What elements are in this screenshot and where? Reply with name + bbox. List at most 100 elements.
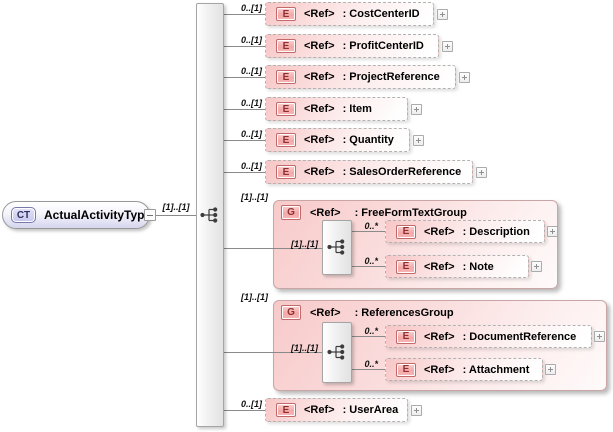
sequence-icon (327, 344, 345, 360)
cardinality-label: [1]..[1] (241, 292, 268, 302)
element-badge: E (276, 7, 296, 21)
connector-line (352, 369, 385, 370)
expand-icon[interactable] (437, 9, 448, 20)
group-name-label: : FreeFormTextGroup (354, 206, 467, 219)
group-badge: G (281, 205, 301, 220)
expand-icon[interactable] (442, 41, 453, 52)
cardinality-label: 0..[1] (240, 129, 262, 139)
element-name-label: : Attachment (462, 363, 530, 376)
group-ref-label: <Ref> (310, 206, 341, 219)
expand-icon[interactable] (476, 167, 487, 178)
element-node-profitcenterid[interactable]: E <Ref> : ProfitCenterID (265, 34, 439, 58)
element-badge: E (396, 224, 416, 239)
element-badge: E (276, 403, 296, 417)
element-ref-label: <Ref> (304, 71, 335, 83)
expand-icon[interactable] (531, 261, 542, 272)
expand-icon[interactable] (411, 405, 422, 416)
sequence-icon (327, 239, 345, 255)
element-ref-label: <Ref> (304, 166, 335, 178)
element-node-item[interactable]: E <Ref> : Item (265, 97, 408, 121)
cardinality-label: 0..[1] (240, 161, 262, 171)
element-badge: E (276, 70, 296, 84)
group-ref-label: <Ref> (310, 306, 341, 319)
element-node-quantity[interactable]: E <Ref> : Quantity (265, 128, 410, 152)
element-badge: E (276, 165, 296, 179)
collapse-icon[interactable] (144, 209, 156, 221)
element-node-documentreference[interactable]: E <Ref> : DocumentReference (385, 325, 592, 348)
element-name-label: : Note (462, 260, 494, 273)
connector-line (352, 266, 385, 267)
cardinality-label: 0..[1] (240, 66, 262, 76)
cardinality-label: 0..* (364, 326, 378, 336)
element-node-description[interactable]: E <Ref> : Description (385, 220, 545, 243)
connector-line (224, 172, 265, 173)
expand-icon[interactable] (459, 72, 470, 83)
element-node-attachment[interactable]: E <Ref> : Attachment (385, 358, 543, 381)
connector-line (224, 248, 322, 249)
connector-line (156, 215, 196, 216)
cardinality-label: 0..[1] (240, 3, 262, 13)
connector-line (224, 14, 265, 15)
element-node-projectreference[interactable]: E <Ref> : ProjectReference (265, 65, 456, 89)
expand-icon[interactable] (545, 364, 556, 375)
element-badge: E (396, 362, 416, 377)
element-name-label: : Quantity (342, 134, 394, 146)
element-badge: E (396, 329, 416, 344)
cardinality-label: 0..* (364, 359, 378, 369)
cardinality-label: [1]..[1] (162, 202, 190, 212)
cardinality-label: 0..[1] (240, 98, 262, 108)
cardinality-label: 0..* (364, 256, 378, 266)
complextype-badge: CT (11, 207, 36, 223)
element-badge: E (276, 102, 296, 116)
element-ref-label: <Ref> (304, 134, 335, 146)
element-ref-label: <Ref> (424, 330, 455, 343)
element-name-label: : CostCenterID (342, 8, 420, 20)
element-name-label: : DocumentReference (462, 330, 577, 343)
element-name-label: : ProfitCenterID (342, 40, 424, 52)
group-name-label: : ReferencesGroup (354, 306, 454, 319)
element-ref-label: <Ref> (304, 8, 335, 20)
element-ref-label: <Ref> (424, 225, 455, 238)
expand-icon[interactable] (594, 331, 605, 342)
element-node-costcenterid[interactable]: E <Ref> : CostCenterID (265, 2, 434, 26)
connector-line (224, 140, 265, 141)
element-ref-label: <Ref> (304, 40, 335, 52)
group-header: G <Ref> : ReferencesGroup (274, 301, 606, 320)
group-header: G <Ref> : FreeFormTextGroup (274, 201, 557, 220)
connector-line (224, 46, 265, 47)
element-name-label: : Description (462, 225, 530, 238)
element-ref-label: <Ref> (424, 260, 455, 273)
sequence-icon (200, 207, 218, 223)
expand-icon[interactable] (413, 135, 424, 146)
cardinality-label: [1]..[1] (241, 192, 268, 202)
expand-icon[interactable] (547, 226, 558, 237)
element-node-userarea[interactable]: E <Ref> : UserArea (265, 398, 408, 422)
cardinality-label: 0..[1] (240, 399, 262, 409)
complextype-node-actualactivitytype[interactable]: CT ActualActivityType (2, 201, 152, 229)
element-name-label: : ProjectReference (342, 71, 440, 83)
element-node-salesorderreference[interactable]: E <Ref> : SalesOrderReference (265, 160, 473, 184)
connector-line (224, 77, 265, 78)
element-name-label: : Item (342, 103, 372, 115)
element-ref-label: <Ref> (424, 363, 455, 376)
element-badge: E (276, 133, 296, 147)
complextype-name-label: ActualActivityType (44, 208, 152, 222)
connector-line (352, 231, 385, 232)
element-name-label: : UserArea (342, 404, 399, 416)
element-node-note[interactable]: E <Ref> : Note (385, 255, 529, 278)
connector-line (224, 410, 265, 411)
cardinality-label: 0..* (364, 221, 378, 231)
cardinality-label: [1]..[1] (291, 239, 318, 249)
element-badge: E (276, 39, 296, 53)
element-ref-label: <Ref> (304, 103, 335, 115)
connector-line (352, 336, 385, 337)
expand-icon[interactable] (411, 104, 422, 115)
connector-line (224, 109, 265, 110)
cardinality-label: 0..[1] (240, 35, 262, 45)
element-ref-label: <Ref> (304, 404, 335, 416)
element-name-label: : SalesOrderReference (342, 166, 462, 178)
group-badge: G (281, 305, 301, 320)
element-badge: E (396, 259, 416, 274)
connector-line (224, 352, 322, 353)
